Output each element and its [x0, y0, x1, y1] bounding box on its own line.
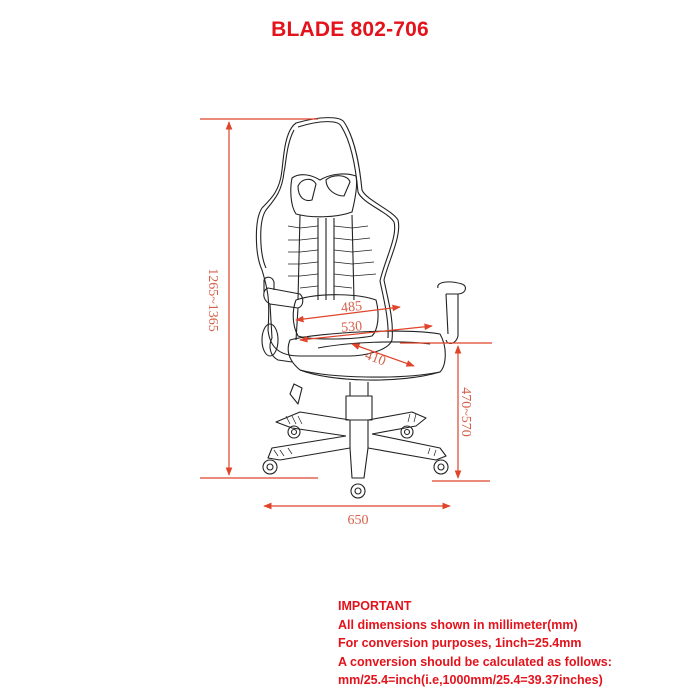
notes-line: For conversion purposes, 1inch=25.4mm [338, 636, 582, 650]
dimension-lines [200, 118, 492, 510]
notes-line: A conversion should be calculated as fol… [338, 654, 612, 669]
seat-width-label: 530 [341, 319, 363, 336]
seat-width-dimension [299, 323, 433, 343]
right-armrest [437, 281, 467, 295]
backrest-panel [297, 214, 355, 301]
gas-cylinder [345, 382, 373, 448]
headrest-pillow [290, 173, 358, 218]
seat-depth-dimension [351, 343, 415, 367]
product-title: BLADE 802-706 [271, 18, 429, 41]
base-width-label: 650 [348, 513, 369, 528]
lumbar-pillow [292, 294, 379, 340]
notes-line: All dimensions shown in millimeter(mm) [338, 617, 578, 632]
seat-depth-label: 410 [363, 348, 388, 369]
star-base [267, 411, 447, 479]
backrest-width-dimension [295, 304, 401, 323]
total-height-label: 1265~1365 [205, 268, 220, 332]
backrest-width-label: 485 [340, 299, 362, 316]
notes-heading: IMPORTANT [338, 599, 412, 613]
important-notes: IMPORTANT All dimensions shown in millim… [338, 597, 612, 690]
seat-height-label: 470~570 [458, 387, 473, 437]
notes-line: mm/25.4=inch(i.e,1000mm/25.4=39.37inches… [338, 673, 603, 687]
casters [262, 425, 449, 499]
